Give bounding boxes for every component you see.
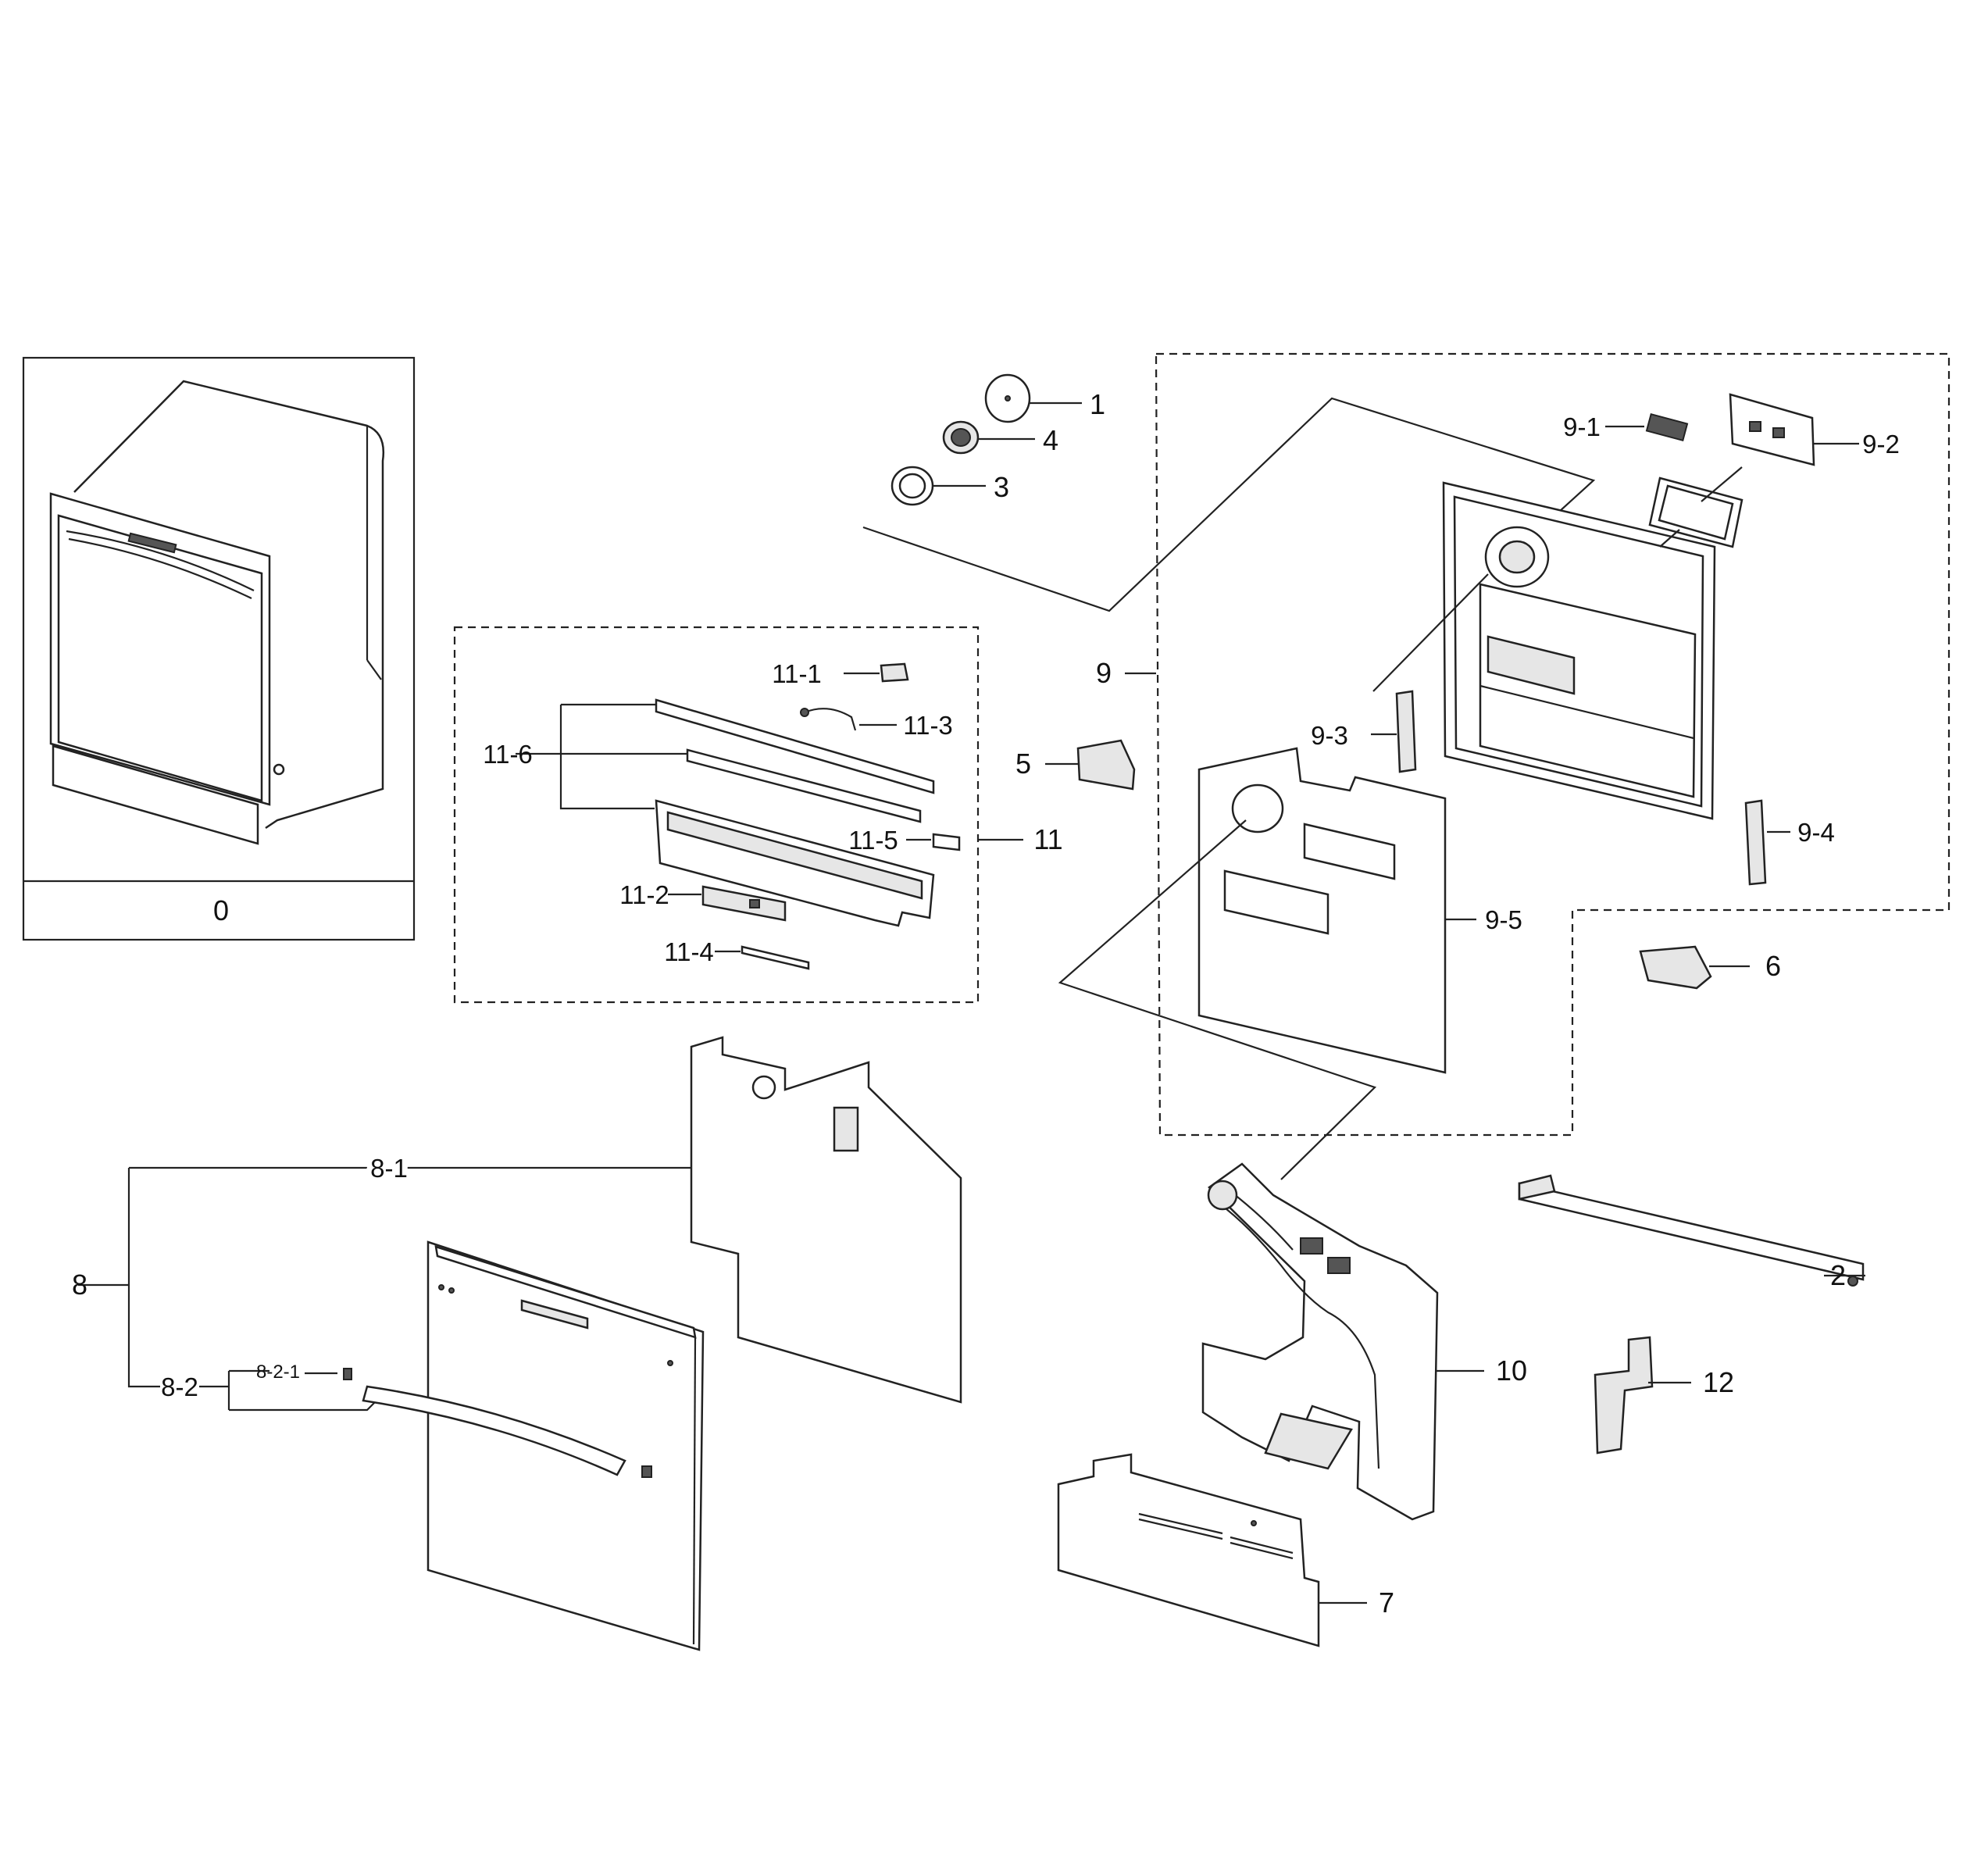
part-12-group: 12: [1594, 1336, 1734, 1454]
part-8-1-insulation: [690, 1036, 962, 1404]
part-label-11-1: 11-1: [772, 659, 822, 688]
part-10-group: 10: [1201, 1162, 1527, 1521]
assembled-dishwasher-inset: 0: [22, 356, 416, 941]
part-label-11-3: 11-3: [903, 711, 953, 740]
part-label-6: 6: [1765, 950, 1781, 982]
part-label-12: 12: [1703, 1366, 1734, 1398]
part-8-2-1-screw: [343, 1368, 352, 1380]
part-2-rail: [1518, 1182, 1865, 1281]
part-11-1-clip: [880, 662, 909, 683]
part-12-bracket: [1594, 1336, 1654, 1454]
part-label-5: 5: [1015, 748, 1031, 780]
part-label-9-3: 9-3: [1311, 721, 1348, 750]
part-label-8-1: 8-1: [370, 1154, 408, 1183]
part-11-2-display: [701, 885, 787, 922]
part-9-3-hinge: [1395, 690, 1417, 773]
part-8-2-handle: [362, 1385, 626, 1476]
part-label-11-4: 11-4: [664, 937, 714, 966]
part-11-6-strip-top: [655, 698, 935, 794]
part-label-8: 8: [72, 1269, 87, 1301]
part-7-kickplate: [1057, 1453, 1320, 1647]
part-11-6-strip-mid: [686, 748, 922, 823]
outer-door-group-8: 8-1 8 8-2 8-2-1: [72, 1036, 962, 1651]
part-label-4: 4: [1043, 424, 1058, 456]
part-label-11-5: 11-5: [848, 826, 898, 855]
vent-assembly-parts: 1 4 3: [862, 373, 1596, 612]
part-label-9-4: 9-4: [1797, 818, 1835, 847]
part-label-9: 9: [1096, 657, 1112, 689]
part-label-8-2-1: 8-2-1: [256, 1362, 300, 1383]
part-label-3: 3: [994, 471, 1009, 503]
part-9-4-hinge: [1744, 799, 1767, 886]
part-label-11-2: 11-2: [619, 880, 669, 909]
part-label-9-2: 9-2: [1862, 430, 1900, 459]
part-label-9-5: 9-5: [1485, 905, 1522, 934]
part-label-10: 10: [1496, 1355, 1527, 1387]
part-label-8-2: 8-2: [161, 1372, 198, 1401]
control-panel-group-11: 11-1 11-3 11-6 11-5 11 11-2 11-4: [453, 626, 1063, 1004]
part-label-2: 2: [1830, 1259, 1846, 1291]
part-6-latch: [1639, 945, 1712, 990]
part-2-group: 2: [1518, 1174, 1865, 1291]
part-5-group: 5: [1015, 739, 1136, 791]
part-10-harness-bracket: [1201, 1162, 1439, 1521]
part-11-4-wire: [741, 945, 810, 970]
part-9-2-dispenser: [1729, 393, 1815, 466]
part-label-9-1: 9-1: [1563, 412, 1601, 441]
part-label-11-6: 11-6: [483, 740, 533, 769]
part-5-bracket: [1076, 739, 1136, 791]
door-panel-group-9: 9 9-1 9-2 9-3 9-4: [1058, 352, 1951, 1180]
part-label-11: 11: [1033, 823, 1062, 855]
part-7-group: 7: [1057, 1453, 1394, 1647]
part-label-7: 7: [1379, 1587, 1394, 1619]
part-11-5-label: [932, 833, 961, 851]
part-label-0: 0: [213, 894, 229, 926]
part-label-1: 1: [1090, 388, 1105, 420]
part-6-group: 6: [1639, 945, 1781, 990]
part-9-1-connector: [1645, 412, 1689, 442]
